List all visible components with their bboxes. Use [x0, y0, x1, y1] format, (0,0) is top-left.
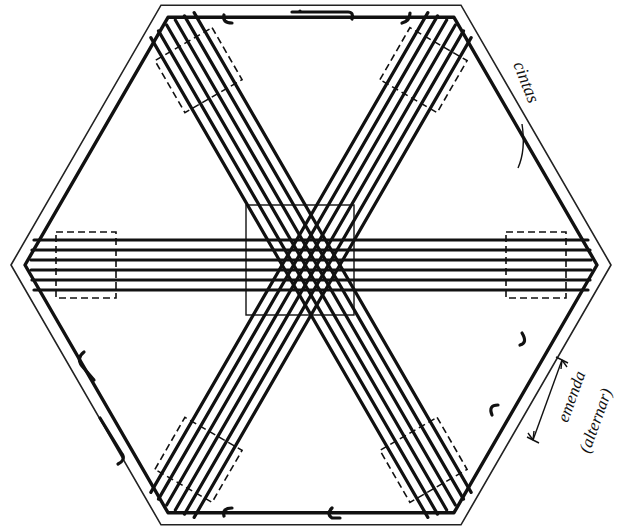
column-outline: [246, 205, 354, 315]
bar-band: [142, 6, 479, 524]
dimension-label: emenda: [552, 366, 589, 426]
bar-band: [31, 232, 591, 298]
ring-laps: [79, 11, 524, 518]
bar-band: [142, 6, 479, 524]
leader-line: [518, 124, 523, 168]
callout-label: cintas: [508, 56, 544, 107]
ring-bar: [25, 17, 597, 512]
hexagon-outline: [11, 5, 611, 525]
